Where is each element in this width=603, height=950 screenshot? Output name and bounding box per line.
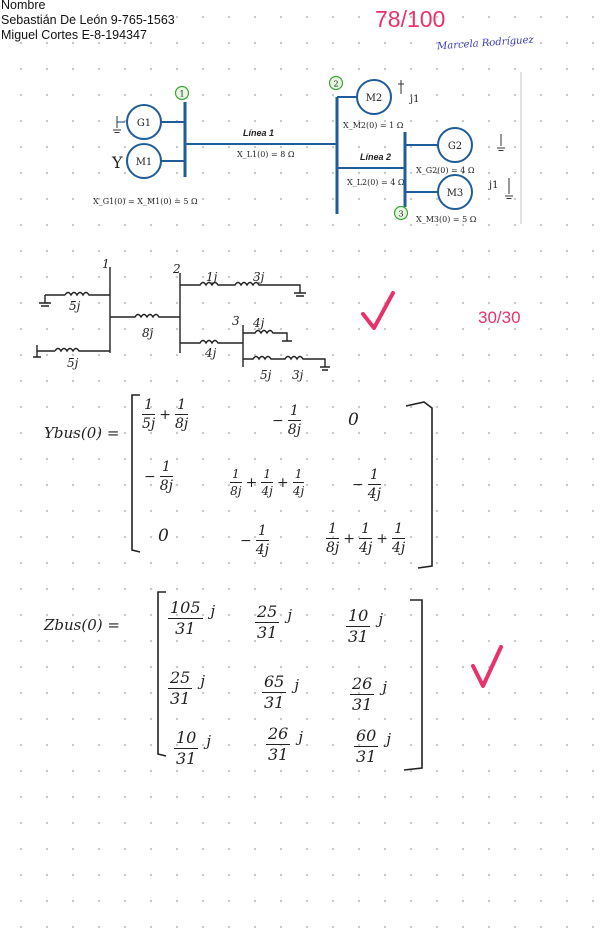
ybus-r1c3: 0: [348, 410, 359, 430]
sketch-bus-2: 2: [172, 262, 181, 276]
one-line-diagram: 1 G1 M1 Y X_G1(0) = X_M1(0) = 5 Ω Línea …: [93, 72, 522, 224]
total-grade: 78/100: [375, 6, 446, 32]
xm2-label: X_M2(0) = 1 Ω: [343, 121, 404, 130]
ground-icons: [113, 80, 513, 199]
sketch-3j-top: 3j: [253, 270, 265, 284]
g2-label: G2: [448, 141, 462, 152]
student-1: Sebastián De León 9-765-1563: [1, 13, 175, 27]
check-mark-icon: [361, 291, 395, 330]
sketch-1j: 1j: [206, 270, 218, 284]
zbus-brackets: [157, 591, 423, 771]
y-symbol: Y: [111, 153, 123, 172]
m1-label: M1: [136, 157, 153, 168]
xg1-xm1-label: X_G1(0) = X_M1(0) = 5 Ω: [93, 197, 198, 206]
line-1-label: Línea 1: [243, 128, 274, 138]
sketch-3j-right: 3j: [292, 368, 304, 382]
sketch-bus-3: 3: [232, 314, 240, 328]
name-label: Nombre: [1, 0, 46, 12]
bus-3-label: 3: [398, 210, 403, 219]
zero-sequence-sketch: 1 2 3 5j 5j 8j 1j 3j 4j 4j 5j 3j: [33, 257, 330, 382]
xl2-label: X_L2(0) = 4 Ω: [347, 178, 405, 187]
sketch-5j-right: 5j: [260, 368, 272, 382]
student-2: Miguel Cortes E-8-194347: [1, 28, 147, 42]
ybus-label: Ybus(0) =: [44, 424, 120, 442]
section-score: 30/30: [478, 308, 521, 327]
grader-signature: Marcela Rodríguez: [436, 34, 535, 53]
ybus-brackets: [131, 394, 433, 569]
zbus-label: Zbus(0) =: [44, 616, 120, 634]
xl1-label: X_L1(0) = 8 Ω: [237, 150, 295, 159]
m3-label: M3: [447, 188, 464, 199]
j1-label-m3: j1: [488, 180, 498, 191]
sketch-bus-1: 1: [102, 257, 110, 271]
sketch-5j-top: 5j: [69, 299, 81, 313]
m2-label: M2: [366, 93, 383, 104]
xg2-label: X_G2(0) = 4 Ω: [416, 166, 475, 175]
bus-2-label: 2: [333, 80, 338, 89]
g1-label: G1: [137, 118, 151, 129]
sketch-5j-bottom: 5j: [67, 356, 79, 370]
sketch-4j-top: 4j: [252, 316, 265, 330]
bus-1-label: 1: [179, 90, 184, 99]
sketch-8j: 8j: [142, 326, 154, 340]
line-2-label: Línea 2: [360, 152, 391, 162]
j1-label-m2: j1: [409, 94, 419, 105]
check-mark-icon-zbus: [471, 645, 503, 688]
xm3-label: X_M3(0) = 5 Ω: [416, 215, 477, 224]
ybus-r3c1: 0: [158, 526, 169, 546]
sketch-4j-mid: 4j: [204, 346, 217, 360]
